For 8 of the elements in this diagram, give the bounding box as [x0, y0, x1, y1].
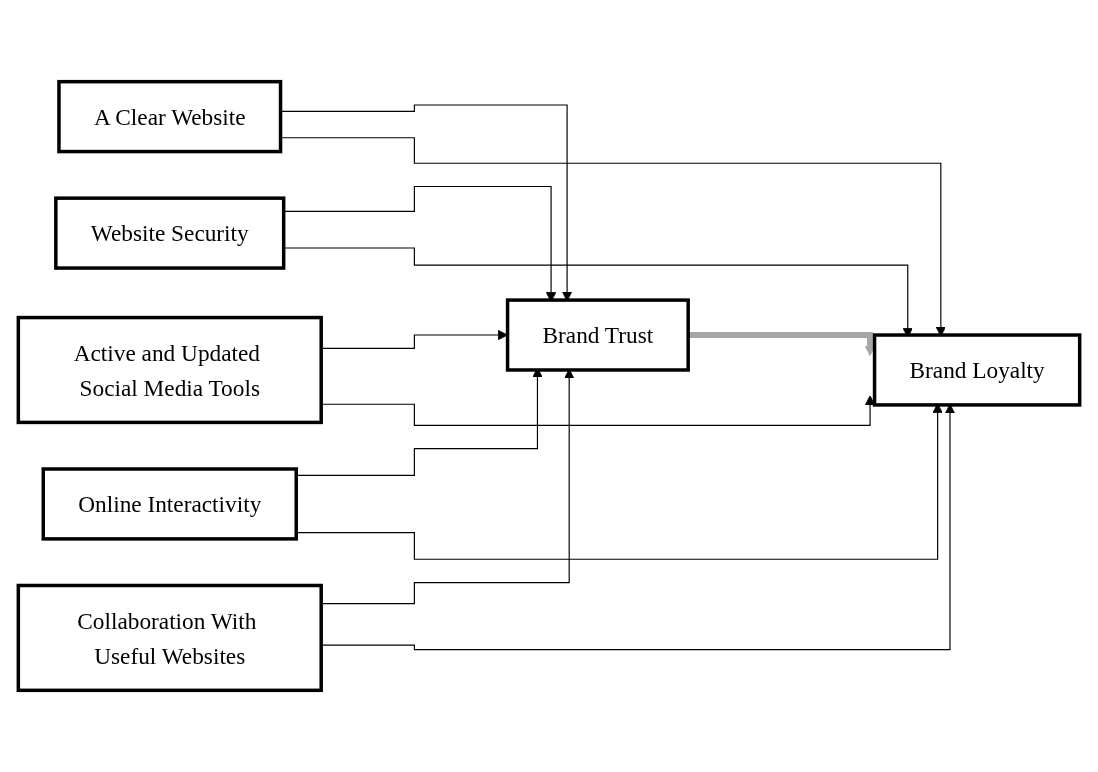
- arrow: [688, 332, 876, 356]
- node-box: Collaboration With Useful Websites: [16, 583, 323, 693]
- node-box: Online Interactivity: [41, 467, 298, 541]
- node-box: Active and Updated Social Media Tools: [16, 315, 323, 425]
- node-box: Brand Trust: [505, 298, 690, 372]
- node-box: A Clear Website: [57, 79, 283, 154]
- node-box: Website Security: [54, 196, 286, 270]
- node-box: Brand Loyalty: [872, 333, 1082, 407]
